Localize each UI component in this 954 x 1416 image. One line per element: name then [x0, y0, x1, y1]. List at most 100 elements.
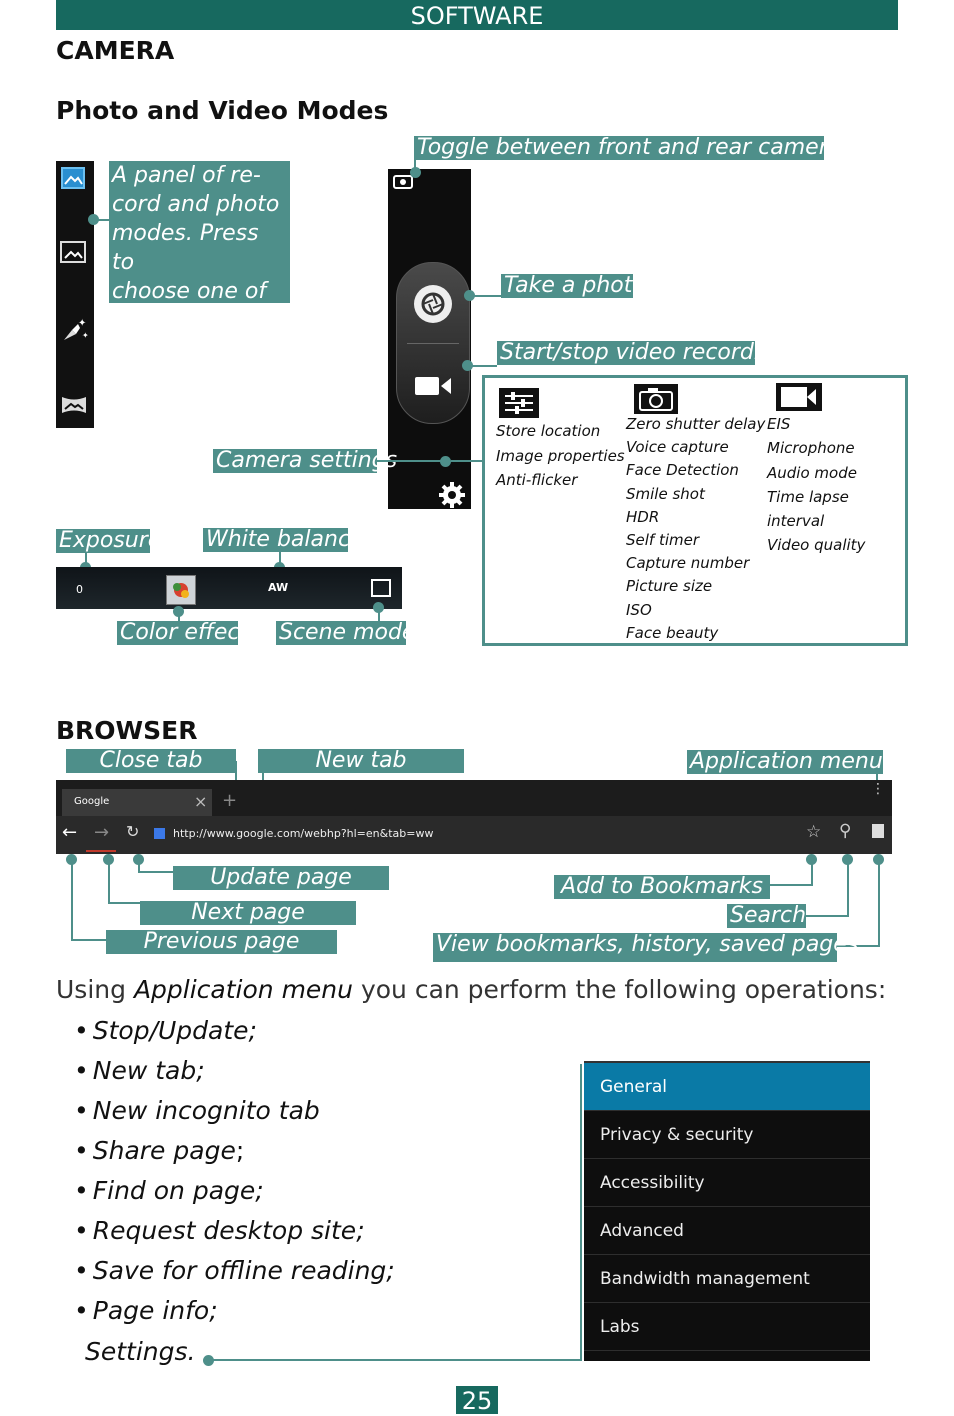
view-bookmarks-label: View bookmarks, history, saved pages	[433, 933, 858, 962]
take-photo-label: Take a photo	[501, 274, 646, 298]
settings-column-photo: Zero shutter delay Voice capture Face De…	[626, 413, 765, 645]
page-number: 25	[456, 1386, 498, 1415]
menu-item-general[interactable]: General	[584, 1063, 870, 1111]
settings-column-general: Store location Image properties Anti-fli…	[496, 419, 625, 493]
modes-subheading: Photo and Video Modes	[56, 96, 389, 125]
section-title: SOFTWARE	[410, 2, 544, 30]
setting-item: Video quality	[767, 536, 866, 555]
menu-item-labs[interactable]: Labs	[584, 1303, 870, 1351]
operations-intro: Using Application menu you can perform t…	[56, 975, 887, 1004]
operations-list: •Stop/Update; •New tab; •New incognito t…	[74, 1011, 395, 1331]
setting-item: Time lapse interval	[767, 487, 849, 531]
panorama-icon[interactable]	[60, 394, 88, 416]
browser-tab[interactable]: Google ×	[62, 789, 212, 816]
camera-switch-icon[interactable]	[391, 171, 415, 191]
scene-mode-icon[interactable]	[371, 579, 391, 597]
setting-item: Capture number	[626, 554, 750, 573]
setting-item: EIS	[767, 415, 791, 433]
color-effect-icon[interactable]	[166, 575, 196, 605]
list-item: •Stop/Update;	[74, 1016, 257, 1045]
back-icon[interactable]: ←	[62, 822, 78, 843]
sliders-icon	[499, 388, 539, 418]
browser-settings-menu: General Privacy & security Accessibility…	[584, 1061, 870, 1361]
menu-item-bandwidth[interactable]: Bandwidth management	[584, 1255, 870, 1303]
tab-title: Google	[74, 796, 110, 807]
bookmark-star-icon[interactable]: ☆	[806, 822, 822, 842]
new-tab-icon[interactable]: +	[222, 790, 238, 811]
gear-icon[interactable]	[438, 481, 466, 509]
address-bar: ← → ↻ http://www.google.com/webhp?hl=en&…	[56, 816, 892, 854]
camera-settings-box: Store location Image properties Anti-fli…	[482, 375, 908, 646]
exposure-label: Exposure	[56, 529, 161, 553]
svg-text:✦: ✦	[78, 318, 86, 329]
setting-item: Image properties	[496, 446, 625, 465]
setting-item: Face Detection	[626, 461, 739, 480]
camera-icon	[634, 384, 678, 414]
list-item: •New tab;	[74, 1056, 205, 1085]
browser-heading: BROWSER	[56, 716, 198, 745]
settings-item-text: Settings.	[85, 1337, 196, 1366]
setting-item: HDR	[626, 507, 660, 526]
bookmarks-icon[interactable]	[872, 824, 884, 838]
next-page-label: Next page	[140, 901, 356, 925]
close-tab-label: Close tab	[66, 749, 236, 773]
color-effect-label: Color effect	[117, 621, 248, 645]
setting-item: Face beauty	[626, 623, 719, 642]
search-icon[interactable]: ⚲	[839, 821, 852, 841]
white-balance-icon[interactable]: AW	[268, 581, 289, 594]
video-label: Start/stop video recording	[497, 341, 788, 365]
white-balance-label: White balance	[203, 528, 364, 552]
menu-icon[interactable]: ⋮	[871, 781, 885, 797]
close-tab-icon[interactable]: ×	[194, 792, 208, 811]
capture-pill	[396, 262, 470, 424]
effects-icon[interactable]: ✦✦	[60, 316, 89, 344]
setting-item: Store location	[496, 422, 601, 440]
previous-page-label: Previous page	[106, 930, 337, 954]
video-icon	[776, 383, 822, 411]
list-item: •New incognito tab	[74, 1096, 320, 1125]
section-header: SOFTWARE	[56, 0, 898, 30]
browser-window: Google × + ⋮ ← → ↻ http://www.google.com…	[56, 780, 892, 854]
camera-controls	[388, 169, 471, 509]
gallery-icon[interactable]	[61, 167, 85, 189]
setting-item: ISO	[626, 600, 652, 619]
setting-item: Microphone	[767, 439, 855, 458]
toggle-camera-label: Toggle between front and rear cameras	[414, 136, 853, 160]
camera-options-bar: 0 AW	[56, 567, 402, 609]
search-label: Search	[727, 904, 806, 928]
url-field[interactable]: http://www.google.com/webhp?hl=en&tab=ww	[173, 827, 434, 840]
camera-heading: CAMERA	[56, 36, 175, 65]
setting-item: Smile shot	[626, 484, 705, 503]
shutter-icon[interactable]	[414, 285, 452, 323]
new-tab-label: New tab	[258, 749, 464, 773]
setting-item: Audio mode	[767, 463, 857, 482]
forward-icon[interactable]: →	[94, 822, 110, 843]
scene-mode-label: Scene mode	[276, 621, 415, 645]
settings-column-video: EIS Microphone Audio mode Time lapse int…	[767, 412, 905, 558]
app-menu-label: Application menu	[687, 750, 883, 774]
list-item: •Find on page;	[74, 1176, 264, 1205]
setting-item: Zero shutter delay	[626, 415, 766, 433]
panel-label: A panel of re- cord and photo modes. Pre…	[109, 161, 290, 333]
video-camera-icon[interactable]	[415, 375, 455, 397]
setting-item: Voice capture	[626, 438, 729, 457]
svg-text:✦: ✦	[82, 331, 88, 340]
refresh-icon[interactable]: ↻	[126, 822, 140, 841]
setting-item: Self timer	[626, 531, 700, 550]
site-favicon	[154, 828, 165, 839]
camera-settings-label: Camera settings	[213, 449, 397, 473]
list-item: •Page info;	[74, 1296, 218, 1325]
menu-item-privacy[interactable]: Privacy & security	[584, 1111, 870, 1159]
setting-item: Anti-flicker	[496, 471, 578, 489]
add-bookmarks-label: Add to Bookmarks	[554, 875, 770, 899]
mode-panel: ✦✦	[56, 161, 94, 428]
list-item: •Request desktop site;	[74, 1216, 365, 1245]
list-item: •Save for offline reading;	[74, 1256, 395, 1285]
list-item: •Share page;	[74, 1136, 245, 1165]
exposure-value[interactable]: 0	[76, 583, 83, 596]
update-page-label: Update page	[173, 866, 389, 890]
setting-item: Picture size	[626, 577, 713, 596]
video-mode-icon[interactable]	[60, 241, 86, 263]
menu-item-accessibility[interactable]: Accessibility	[584, 1159, 870, 1207]
menu-item-advanced[interactable]: Advanced	[584, 1207, 870, 1255]
